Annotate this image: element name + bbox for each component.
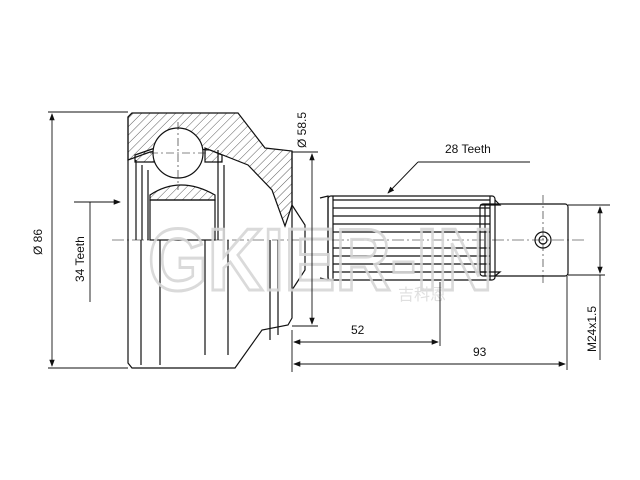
svg-text:GKIER-IN: GKIER-IN [148, 210, 493, 309]
leader-shaft-spline [387, 161, 530, 194]
label-total-length: 93 [473, 345, 487, 359]
svg-text:吉科恩: 吉科恩 [398, 285, 446, 304]
dimension-inner-spline [74, 199, 121, 302]
label-thread: M24x1.5 [585, 306, 599, 352]
label-shaft-spline: 28 Teeth [445, 142, 491, 156]
dimension-spline-length [291, 282, 441, 372]
label-inner-spline: 34 Teeth [73, 236, 87, 282]
dimension-thread [568, 204, 610, 360]
dimension-outer-diameter [48, 111, 128, 369]
label-outer-diameter: Ø 86 [31, 229, 45, 255]
spline-shaft [319, 195, 569, 285]
watermark: GKIER-IN 吉科恩 [147, 209, 495, 311]
dimension-neck-diameter [292, 151, 318, 327]
label-spline-length: 52 [351, 323, 365, 337]
label-neck-diameter: Ø 58.5 [295, 112, 309, 148]
dimension-total-length [293, 276, 568, 370]
